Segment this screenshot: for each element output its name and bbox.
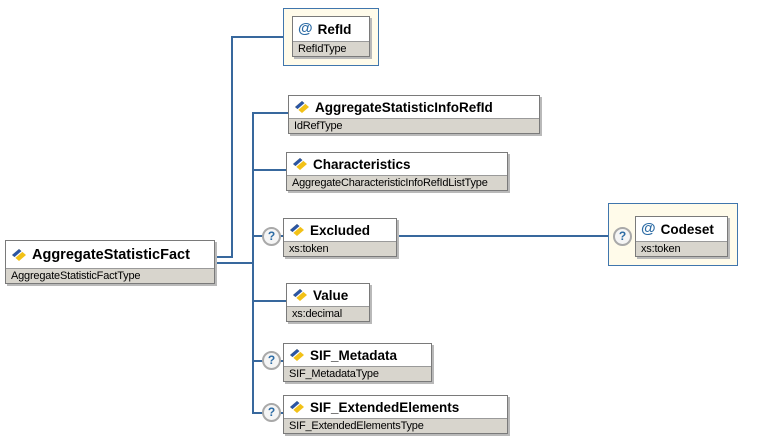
node-title-row: SIF_ExtendedElements	[284, 396, 507, 418]
connector-refid-branch	[231, 36, 283, 38]
node-aggregatestatisticfact[interactable]: AggregateStatisticFact AggregateStatisti…	[5, 240, 215, 284]
node-type-label: xs:token	[636, 241, 727, 256]
node-value[interactable]: Value xs:decimal	[286, 283, 370, 322]
node-title-row: Value	[287, 284, 369, 306]
node-label: AggregateStatisticFact	[32, 246, 190, 263]
node-type-label: SIF_ExtendedElementsType	[284, 418, 507, 433]
element-icon	[290, 224, 304, 236]
element-icon	[293, 289, 307, 301]
node-title-row: Excluded	[284, 219, 396, 241]
element-icon	[12, 248, 26, 261]
optional-question-icon: ?	[262, 351, 281, 370]
node-label: Value	[313, 287, 349, 303]
node-type-label: xs:token	[284, 241, 396, 256]
connector-root-refid-jog	[215, 256, 233, 258]
optional-question-icon: ?	[262, 403, 281, 422]
element-icon	[293, 158, 307, 170]
element-icon	[295, 101, 309, 113]
node-title-row: @ Codeset	[636, 217, 727, 241]
connector-children-trunk	[252, 112, 254, 414]
node-title-row: AggregateStatisticInfoRefId	[289, 96, 539, 118]
node-type-label: RefIdType	[293, 41, 369, 56]
node-sif-metadata[interactable]: SIF_Metadata SIF_MetadataType	[283, 343, 432, 382]
optional-question-icon: ?	[262, 227, 281, 246]
attribute-at-icon: @	[641, 220, 656, 237]
attribute-container-refid: @ RefId RefIdType	[283, 8, 379, 66]
element-icon	[290, 401, 304, 413]
node-excluded[interactable]: Excluded xs:token	[283, 218, 397, 257]
attribute-at-icon: @	[298, 20, 313, 37]
node-label: Characteristics	[313, 156, 411, 172]
node-label: SIF_ExtendedElements	[310, 399, 460, 415]
node-sif-extendedelements[interactable]: SIF_ExtendedElements SIF_ExtendedElement…	[283, 395, 508, 434]
node-title-row: SIF_Metadata	[284, 344, 431, 366]
node-label: AggregateStatisticInfoRefId	[315, 99, 493, 115]
node-type-label: AggregateCharacteristicInfoRefIdListType	[287, 175, 507, 190]
node-characteristics[interactable]: Characteristics AggregateCharacteristicI…	[286, 152, 508, 191]
connector-refid-vertical	[231, 36, 233, 258]
optional-question-icon: ?	[613, 227, 632, 246]
connector-branch-characteristics	[252, 169, 286, 171]
node-type-label: IdRefType	[289, 118, 539, 133]
node-title-row: @ RefId	[293, 17, 369, 41]
connector-branch-agg-info	[252, 112, 288, 114]
node-label: Codeset	[660, 221, 714, 237]
node-type-label: xs:decimal	[287, 306, 369, 321]
element-icon	[290, 349, 304, 361]
node-aggregatestatisticinforefid[interactable]: AggregateStatisticInfoRefId IdRefType	[288, 95, 540, 134]
connector-excluded-codeset	[397, 235, 608, 237]
node-title-row: Characteristics	[287, 153, 507, 175]
node-refid[interactable]: @ RefId RefIdType	[292, 16, 370, 57]
node-type-label: AggregateStatisticFactType	[6, 268, 214, 283]
node-codeset[interactable]: @ Codeset xs:token	[635, 216, 728, 257]
node-title-row: AggregateStatisticFact	[6, 241, 214, 268]
connector-branch-value	[252, 300, 286, 302]
node-label: Excluded	[310, 222, 371, 238]
node-label: RefId	[317, 21, 352, 37]
node-type-label: SIF_MetadataType	[284, 366, 431, 381]
node-label: SIF_Metadata	[310, 347, 398, 363]
connector-root-trunk	[215, 262, 254, 264]
